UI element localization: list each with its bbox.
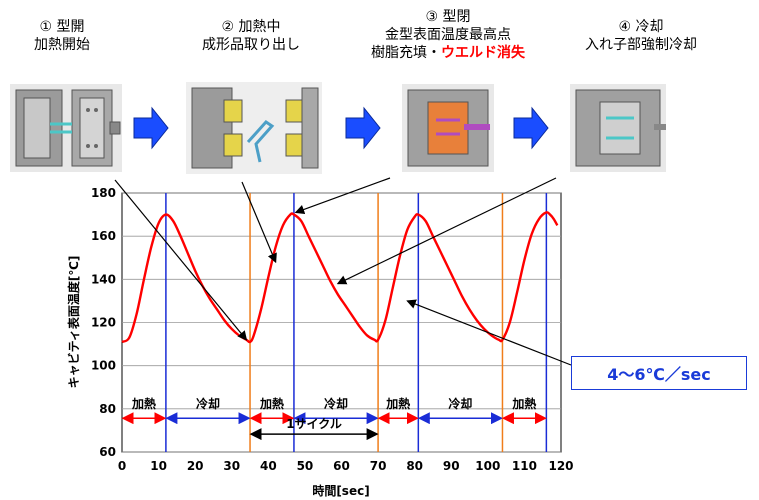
temperature-curve [121, 211, 559, 344]
phase-label-heat: 加熱 [511, 396, 536, 411]
phase-label-cool: 冷却 [324, 396, 348, 411]
x-tick-label: 120 [548, 459, 573, 473]
x-tick-label: 80 [406, 459, 423, 473]
y-tick-label: 60 [99, 445, 116, 459]
pointer-stage-1 [114, 179, 248, 341]
stage-3-label: ③ 型閉 金型表面温度最高点 樹脂充填・ウエルド消失 [371, 9, 525, 61]
x-tick-label: 10 [150, 459, 167, 473]
mold-image-ejecting [186, 82, 322, 174]
pointer-stage-4 [336, 177, 557, 285]
y-tick-label: 120 [91, 316, 116, 330]
stage-arrow-1 [133, 106, 169, 150]
y-tick-label: 160 [91, 229, 116, 243]
mold-image-open-heating [10, 84, 122, 172]
phase-label-heat: 加熱 [131, 396, 156, 411]
x-tick-label: 90 [443, 459, 460, 473]
phase-label-heat: 加熱 [385, 396, 410, 411]
pointer-stage-2 [241, 181, 277, 264]
y-tick-label: 100 [91, 359, 116, 373]
stage-1-label: ① 型開 加熱開始 [34, 19, 90, 53]
pointer-rate [406, 299, 572, 366]
x-tick-label: 0 [118, 459, 126, 473]
y-axis-label: キャビティ表面温度[℃] [66, 256, 81, 389]
x-tick-label: 20 [187, 459, 204, 473]
stage-arrow-3 [513, 106, 549, 150]
x-tick-label: 60 [333, 459, 350, 473]
y-tick-label: 80 [99, 402, 116, 416]
pointer-stage-3 [294, 177, 391, 215]
x-tick-label: 40 [260, 459, 277, 473]
mold-image-cooling [570, 84, 666, 172]
phase-label-cool: 冷却 [196, 396, 220, 411]
y-tick-label: 180 [91, 186, 116, 200]
rate-callout-text: 4～6℃／sec [607, 365, 711, 384]
y-tick-label: 140 [91, 272, 116, 286]
x-tick-label: 110 [512, 459, 537, 473]
phase-label-cool: 冷却 [448, 396, 472, 411]
x-tick-label: 50 [297, 459, 314, 473]
stage-arrow-2 [345, 106, 381, 150]
x-tick-label: 30 [223, 459, 240, 473]
x-tick-label: 70 [370, 459, 387, 473]
stage-2-label: ② 加熱中 成形品取り出し [202, 19, 300, 53]
cycle-label: 1サイクル [286, 417, 342, 431]
stage-4-label: ④ 冷却 入れ子部強制冷却 [585, 19, 697, 53]
rate-callout-box: 4～6℃／sec [571, 356, 747, 390]
mold-image-closed-filling [402, 84, 494, 172]
x-axis-label: 時間[sec] [312, 483, 369, 498]
x-tick-label: 100 [475, 459, 500, 473]
phase-label-heat: 加熱 [259, 396, 284, 411]
